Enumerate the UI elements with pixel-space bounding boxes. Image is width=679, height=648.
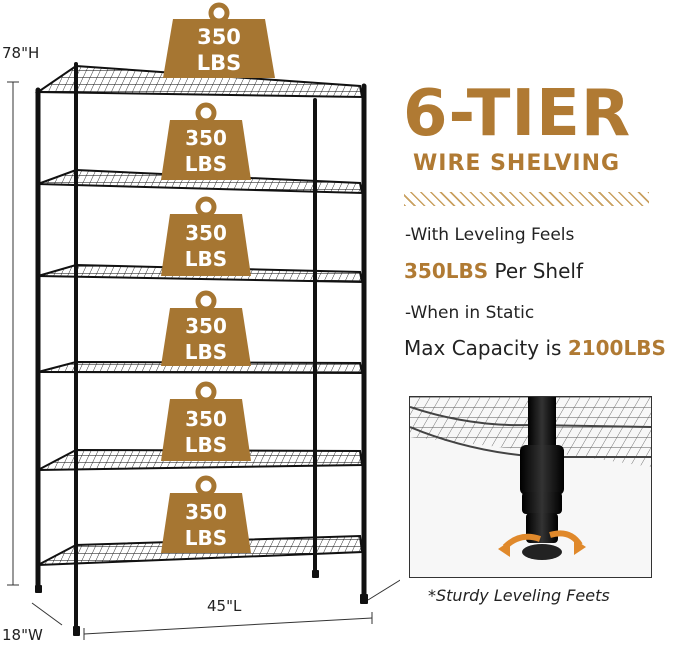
product-title: 6-TIER	[403, 77, 632, 151]
weight-unit: LBS	[185, 526, 227, 550]
weight-value: 350	[185, 407, 227, 431]
length-label: 45"L	[207, 597, 242, 615]
weight-unit: LBS	[197, 51, 242, 75]
weight-value: 350	[185, 314, 227, 338]
weight-unit: LBS	[185, 433, 227, 457]
weight-value: 350	[185, 126, 227, 150]
max-capacity-text: Max Capacity is	[404, 336, 568, 360]
weight-icon: 350 LBS	[161, 102, 251, 180]
leveling-foot-detail-image	[409, 396, 652, 578]
per-shelf-capacity: 350LBS	[404, 259, 489, 283]
shelf-illustration: 350 LBS 350 LBS 350 LBS 350 LBS 350 LBS …	[7, 2, 400, 640]
callout-line	[367, 579, 400, 601]
height-dimension-line	[7, 81, 19, 586]
weight-unit: LBS	[185, 340, 227, 364]
height-label: 78"H	[2, 44, 40, 62]
weight-icon: 350 LBS	[163, 2, 275, 78]
shelf-feet	[35, 570, 368, 636]
weight-icon: 350 LBS	[161, 475, 251, 553]
weight-icon: 350 LBS	[161, 290, 251, 366]
width-label: 18"W	[2, 626, 43, 644]
weight-unit: LBS	[185, 247, 227, 271]
feature-leveling: -With Leveling Feels	[405, 225, 575, 245]
weight-value: 350	[197, 25, 241, 49]
weight-value: 350	[185, 221, 227, 245]
feature-per-shelf: 350LBS Per Shelf	[404, 259, 583, 283]
decorative-hatch	[404, 192, 649, 206]
weight-icon: 350 LBS	[161, 196, 251, 276]
per-shelf-text: Per Shelf	[488, 259, 584, 283]
weight-icon: 350 LBS	[161, 381, 251, 461]
product-subtitle: WIRE SHELVING	[413, 151, 621, 176]
length-dimension-line	[83, 612, 373, 640]
feature-max-capacity: Max Capacity is 2100LBS	[404, 336, 666, 360]
feature-static: -When in Static	[405, 303, 535, 323]
weight-unit: LBS	[185, 152, 227, 176]
weight-value: 350	[185, 500, 227, 524]
detail-caption: *Sturdy Leveling Feets	[428, 586, 610, 605]
shelf-decks	[34, 64, 364, 566]
width-dimension-line	[31, 602, 63, 626]
shelf-posts	[35, 62, 367, 632]
max-capacity-value: 2100LBS	[567, 336, 666, 360]
